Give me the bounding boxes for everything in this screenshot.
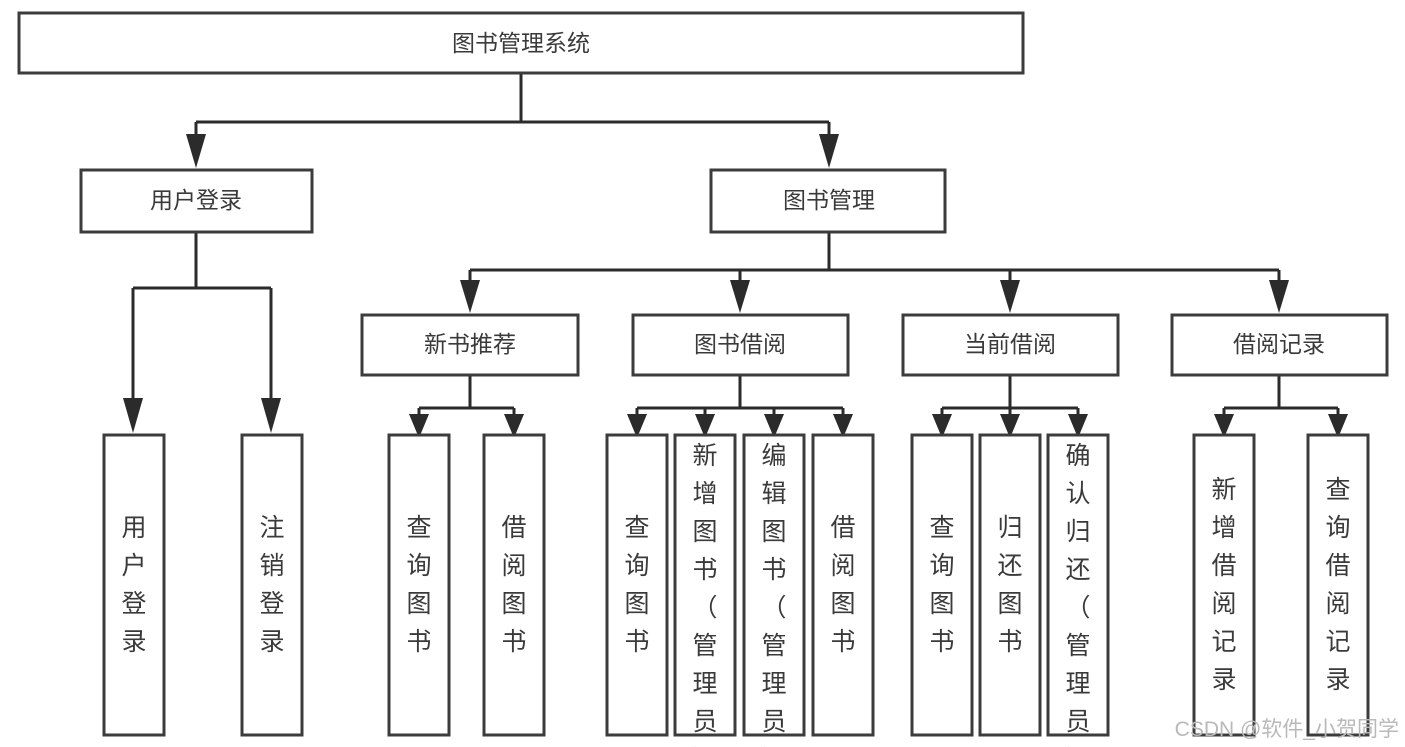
- leaf-box[interactable]: [978, 433, 1042, 737]
- leaf-label: 新增借阅记录: [1211, 476, 1236, 694]
- arrow-head-icon: [504, 414, 524, 438]
- connector-group-userlogin-to-leaves: [123, 232, 281, 433]
- node-borrow-record-label: 借阅记录: [1233, 331, 1325, 357]
- leaf-box[interactable]: [1306, 433, 1370, 737]
- leaf-box[interactable]: [1046, 433, 1110, 737]
- arrow-head-icon: [261, 398, 281, 433]
- leaf-label: 借阅图书: [501, 514, 526, 656]
- leaf-currentborrow-query-book[interactable]: 查询图书: [910, 433, 974, 737]
- node-root-label: 图书管理系统: [452, 30, 590, 56]
- leaf-bookborrow-query-book[interactable]: 查询图书: [605, 433, 669, 737]
- leaf-box[interactable]: [673, 433, 737, 737]
- leaf-bookborrow-add-book[interactable]: 新增图书（管理员）: [673, 433, 737, 747]
- node-book-borrow[interactable]: 图书借阅: [631, 313, 850, 377]
- leaf-user-login-login[interactable]: 用户登录: [102, 433, 166, 737]
- arrow-head-icon: [730, 280, 750, 313]
- node-book-management-label: 图书管理: [783, 187, 875, 213]
- node-user-login-label: 用户登录: [150, 187, 242, 213]
- leaf-box[interactable]: [387, 433, 451, 737]
- leaf-label: 借阅图书: [830, 514, 855, 656]
- arrow-head-icon: [695, 414, 715, 438]
- leaf-label: 查询图书: [624, 514, 649, 656]
- arrow-head-icon: [409, 414, 429, 438]
- leaf-box[interactable]: [605, 433, 669, 737]
- arrow-head-icon: [1000, 414, 1020, 438]
- node-book-borrow-label: 图书借阅: [694, 331, 786, 357]
- leaf-box[interactable]: [910, 433, 974, 737]
- leaf-borrowrecord-add-record[interactable]: 新增借阅记录: [1192, 433, 1256, 737]
- node-root-box[interactable]: [17, 11, 1025, 75]
- arrow-head-icon: [1000, 280, 1020, 313]
- leaf-box[interactable]: [811, 433, 875, 737]
- node-new-book-recommend-box[interactable]: [360, 313, 580, 377]
- node-current-borrow[interactable]: 当前借阅: [901, 313, 1120, 377]
- arrow-head-icon: [932, 414, 952, 438]
- node-new-book-recommend-label: 新书推荐: [424, 331, 516, 357]
- connector-group-currentborrow-to-leaves: [932, 375, 1088, 438]
- arrow-head-icon: [460, 280, 480, 313]
- connector-group-bookborrow-to-leaves: [627, 375, 853, 438]
- leaf-label: 归还图书: [997, 514, 1022, 656]
- node-borrow-record-box[interactable]: [1170, 313, 1389, 377]
- leaf-newbook-query-book[interactable]: 查询图书: [387, 433, 451, 737]
- leaf-label: 确认归还（管理员）: [1065, 442, 1090, 747]
- leaf-label: 编辑图书（管理员）: [761, 442, 786, 747]
- connector-group-bookmgmt-to-level3: [460, 232, 1289, 313]
- leaf-user-login-logout[interactable]: 注销登录: [240, 433, 304, 737]
- node-borrow-record[interactable]: 借阅记录: [1170, 313, 1389, 377]
- leaf-borrowrecord-query-record[interactable]: 查询借阅记录: [1306, 433, 1370, 737]
- arrow-head-icon: [833, 414, 853, 438]
- connector-group-root-to-level2: [186, 73, 839, 168]
- leaf-box[interactable]: [482, 433, 546, 737]
- node-new-book-recommend[interactable]: 新书推荐: [360, 313, 580, 377]
- leaf-label: 新增图书（管理员）: [692, 442, 717, 747]
- node-book-borrow-box[interactable]: [631, 313, 850, 377]
- node-current-borrow-box[interactable]: [901, 313, 1120, 377]
- node-book-management-box[interactable]: [709, 168, 947, 234]
- leaf-label: 用户登录: [121, 514, 146, 656]
- connector-group-newbook-to-leaves: [409, 375, 524, 438]
- arrow-head-icon: [1214, 414, 1234, 438]
- leaf-bookborrow-borrow-book[interactable]: 借阅图书: [811, 433, 875, 737]
- leaf-currentborrow-confirm-return[interactable]: 确认归还（管理员）: [1046, 433, 1110, 747]
- node-user-login[interactable]: 用户登录: [79, 168, 314, 234]
- leaf-bookborrow-edit-book[interactable]: 编辑图书（管理员）: [742, 433, 806, 747]
- node-current-borrow-label: 当前借阅: [964, 331, 1056, 357]
- arrow-head-icon: [627, 414, 647, 438]
- arrow-head-icon: [1068, 414, 1088, 438]
- leaf-label: 查询图书: [929, 514, 954, 656]
- connector-group-borrowrecord-to-leaves: [1214, 375, 1348, 438]
- leaf-label: 查询图书: [406, 514, 431, 656]
- leaf-newbook-borrow-book[interactable]: 借阅图书: [482, 433, 546, 737]
- leaf-label: 查询借阅记录: [1325, 476, 1350, 694]
- leaf-box[interactable]: [742, 433, 806, 737]
- leaf-box[interactable]: [240, 433, 304, 737]
- leaf-label: 注销登录: [259, 514, 284, 656]
- leaf-currentborrow-return-book[interactable]: 归还图书: [978, 433, 1042, 737]
- arrow-head-icon: [186, 134, 206, 168]
- arrow-head-icon: [819, 134, 839, 168]
- arrow-head-icon: [1269, 280, 1289, 313]
- node-root[interactable]: 图书管理系统: [17, 11, 1025, 75]
- arrow-head-icon: [1328, 414, 1348, 438]
- leaf-box[interactable]: [102, 433, 166, 737]
- arrow-head-icon: [123, 398, 143, 433]
- arrow-head-icon: [764, 414, 784, 438]
- node-book-management[interactable]: 图书管理: [709, 168, 947, 234]
- leaf-box[interactable]: [1192, 433, 1256, 737]
- node-user-login-box[interactable]: [79, 168, 314, 234]
- watermark-label: CSDN @软件_小贺同学: [1175, 718, 1399, 741]
